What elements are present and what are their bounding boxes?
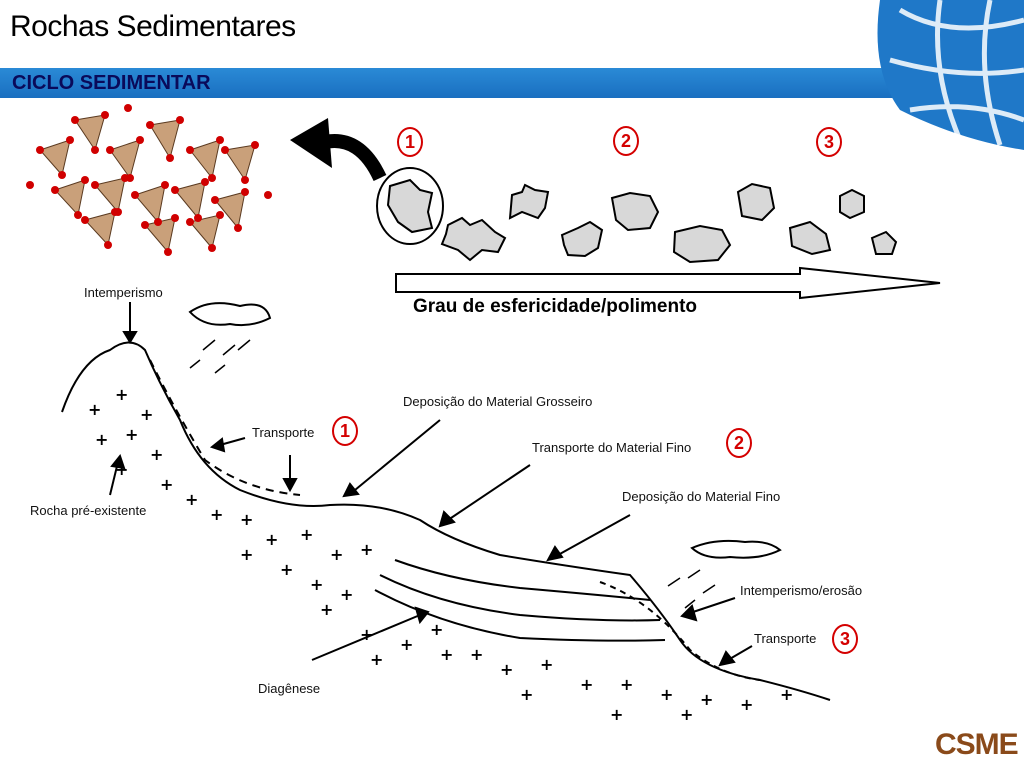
cycle-number-2: 2	[726, 428, 752, 458]
svg-text:+: +	[88, 400, 101, 419]
svg-text:+: +	[740, 695, 753, 714]
section-subtitle: CICLO SEDIMENTAR	[12, 72, 211, 94]
svg-text:+: +	[150, 445, 163, 464]
svg-text:+: +	[440, 645, 453, 664]
sphericity-number-3: 3	[816, 127, 842, 157]
sphericity-number-2: 2	[613, 126, 639, 156]
svg-text:+: +	[520, 685, 533, 704]
silicate-structure-image	[22, 104, 280, 260]
svg-text:+: +	[620, 675, 633, 694]
svg-text:+: +	[540, 655, 553, 674]
svg-text:+: +	[240, 510, 253, 529]
svg-text:+: +	[300, 525, 313, 544]
svg-text:+: +	[160, 475, 173, 494]
svg-text:+: +	[115, 385, 128, 404]
sphericity-number-1: 1	[397, 127, 423, 157]
subtitle-bar	[0, 68, 1024, 98]
sphericity-label: Grau de esfericidade/polimento	[413, 296, 698, 317]
svg-text:+: +	[240, 545, 253, 564]
svg-text:+: +	[330, 545, 343, 564]
page-title: Rochas Sedimentares	[10, 10, 296, 43]
sphericity-arrow	[395, 266, 941, 300]
label-transporte-3: Transporte	[754, 631, 817, 646]
svg-text:+: +	[610, 705, 623, 724]
grain-shapes	[376, 167, 898, 264]
label-diagenese: Diagênese	[258, 681, 321, 696]
landscape-cross-section	[61, 302, 831, 701]
svg-text:+: +	[430, 620, 443, 639]
label-intemperismo-erosao: Intemperismo/erosão	[740, 583, 863, 598]
svg-text:+: +	[140, 405, 153, 424]
globe-icon	[877, 0, 1024, 150]
rock-texture: +++ +++ +++ +++ +++ +++ +++ +++ +++ +++ …	[88, 385, 793, 724]
label-deposicao-fino: Deposição do Material Fino	[622, 489, 781, 504]
svg-text:+: +	[700, 690, 713, 709]
label-intemperismo: Intemperismo	[84, 285, 163, 300]
csme-logo: CSME	[935, 728, 1019, 761]
svg-text:+: +	[95, 430, 108, 449]
svg-text:+: +	[210, 505, 223, 524]
svg-text:+: +	[370, 650, 383, 669]
svg-text:+: +	[125, 425, 138, 444]
svg-text:+: +	[360, 540, 373, 559]
label-deposicao-grosseiro: Deposição do Material Grosseiro	[403, 394, 593, 409]
svg-text:+: +	[500, 660, 513, 679]
svg-text:+: +	[320, 600, 333, 619]
svg-text:+: +	[185, 490, 198, 509]
svg-text:+: +	[400, 635, 413, 654]
svg-text:+: +	[115, 460, 128, 479]
svg-text:+: +	[470, 645, 483, 664]
svg-text:+: +	[280, 560, 293, 579]
cycle-number-3: 3	[832, 624, 858, 654]
svg-text:+: +	[580, 675, 593, 694]
curved-arrow-icon	[290, 118, 387, 182]
label-transporte-1: Transporte	[252, 425, 315, 440]
svg-text:+: +	[780, 685, 793, 704]
svg-text:+: +	[310, 575, 323, 594]
svg-text:+: +	[660, 685, 673, 704]
svg-text:+: +	[265, 530, 278, 549]
cycle-number-1: 1	[332, 416, 358, 446]
svg-text:+: +	[340, 585, 353, 604]
svg-text:+: +	[360, 625, 373, 644]
label-rocha-pre-existente: Rocha pré-existente	[30, 503, 147, 518]
svg-text:+: +	[680, 705, 693, 724]
label-transporte-fino: Transporte do Material Fino	[532, 440, 692, 455]
